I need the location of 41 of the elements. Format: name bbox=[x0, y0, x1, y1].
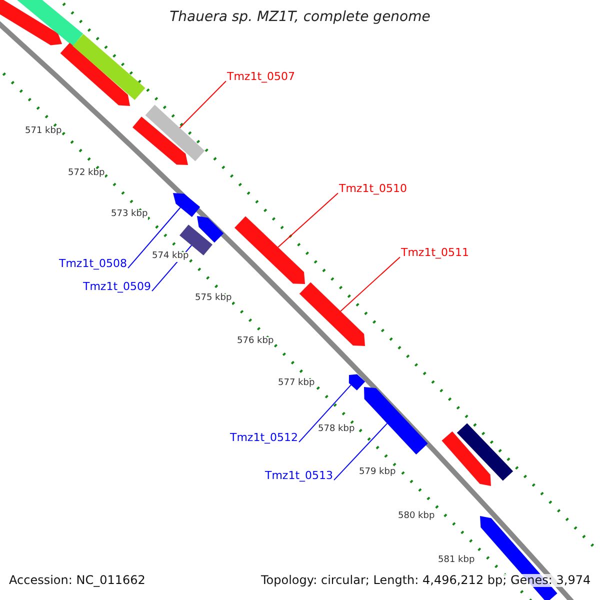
leader-line bbox=[179, 80, 226, 128]
gene-label: Tmz1t_0513 bbox=[265, 470, 334, 482]
gene-block bbox=[60, 42, 130, 106]
tick-label: 573 kbp bbox=[111, 210, 148, 220]
gene-block bbox=[173, 193, 200, 217]
tick-label: 577 kbp bbox=[278, 379, 315, 389]
leader-line bbox=[298, 384, 352, 443]
tick-label: 575 kbp bbox=[195, 294, 232, 304]
gene-block bbox=[364, 387, 428, 454]
gene-block bbox=[197, 216, 224, 243]
gene-block bbox=[442, 431, 491, 486]
leader-line bbox=[128, 207, 181, 269]
leader-line bbox=[334, 422, 388, 481]
tick-label: 576 kbp bbox=[237, 337, 274, 347]
gene-bar bbox=[456, 423, 514, 481]
gene-label: Tmz1t_0511 bbox=[401, 247, 470, 260]
gene-block bbox=[348, 374, 366, 390]
gene-label: Tmz1t_0512 bbox=[230, 432, 298, 444]
gene-label: Tmz1t_0507 bbox=[227, 71, 296, 84]
title: Thauera sp. MZ1T, complete genome bbox=[168, 10, 432, 26]
accession-text: Accession: NC_011662 bbox=[9, 574, 146, 588]
gene-block bbox=[234, 216, 305, 284]
tick-label: 579 kbp bbox=[359, 468, 396, 478]
gene-block bbox=[0, 0, 62, 46]
gene-bar bbox=[14, 0, 84, 46]
gene-block bbox=[132, 116, 188, 165]
gene-label: Tmz1t_0509 bbox=[83, 281, 152, 294]
tick-label: 578 kbp bbox=[318, 425, 355, 435]
tick-label: 581 kbp bbox=[438, 556, 475, 566]
leader-line bbox=[278, 192, 338, 248]
leader-line bbox=[340, 256, 400, 312]
gene-label: Tmz1t_0508 bbox=[59, 258, 128, 270]
tick-label: 574 kbp bbox=[152, 252, 189, 262]
gene-bar bbox=[72, 34, 146, 100]
gene-label: Tmz1t_0510 bbox=[339, 183, 408, 196]
genome-info-text: Topology: circular; Length: 4,496,212 bp; Genes: 3,974 bbox=[261, 574, 591, 588]
tick-label: 571 kbp bbox=[25, 127, 62, 137]
tick-label: 572 kbp bbox=[68, 169, 105, 179]
gene-block bbox=[299, 282, 365, 346]
tick-label: 580 kbp bbox=[398, 512, 435, 522]
gene-bar bbox=[145, 104, 205, 162]
